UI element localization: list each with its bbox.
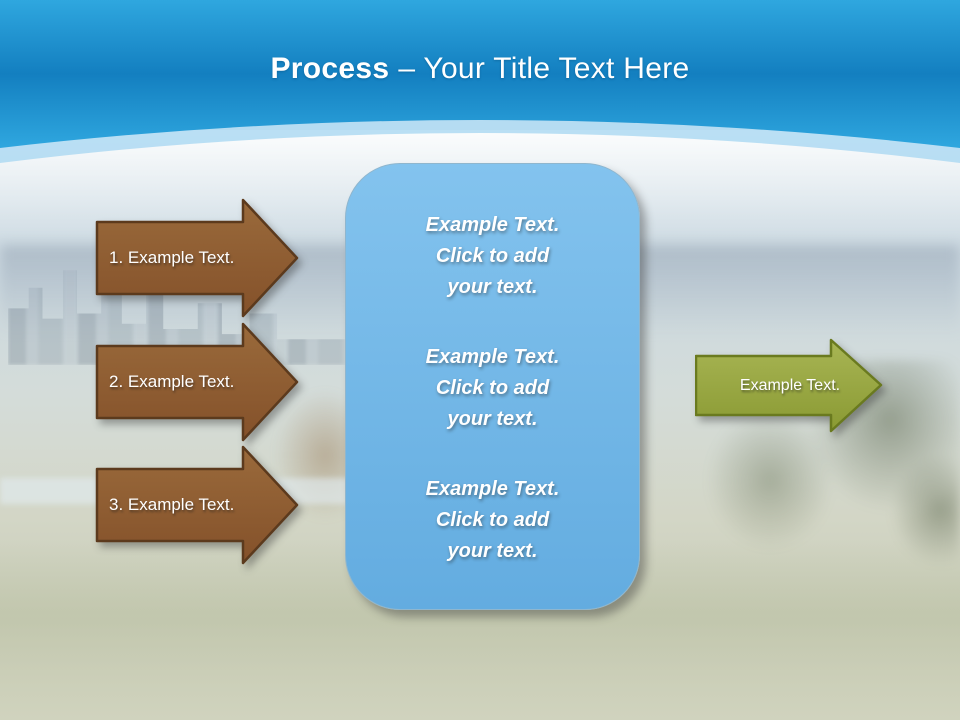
slide-title: Process– Your Title Text Here <box>0 52 960 86</box>
slide-title-rest: – Your Title Text Here <box>398 52 690 85</box>
brown-arrow-shape <box>95 445 299 565</box>
panel-line: Click to add <box>435 245 550 267</box>
green-arrow-shape <box>695 338 883 433</box>
process-step-1-label: 1. Example Text. <box>109 248 235 267</box>
header-swoosh <box>0 0 960 163</box>
process-step-1-arrow: 1. Example Text. <box>95 197 300 319</box>
process-result-label: Example Text. <box>739 376 841 394</box>
panel-line: Click to add <box>435 377 550 399</box>
panel-line: your text. <box>447 408 538 430</box>
panel-text-block-3: Example Text. Click to add your text. <box>368 474 617 567</box>
panel-line: your text. <box>447 276 538 298</box>
process-step-3-arrow: 3. Example Text. <box>95 444 300 566</box>
panel-line: Example Text. <box>425 478 560 500</box>
slide-title-emphasis: Process <box>270 52 390 85</box>
panel-line: Example Text. <box>425 214 560 236</box>
center-text-panel: Example Text. Click to add your text. Ex… <box>345 163 640 610</box>
brown-arrow-shape <box>95 198 299 318</box>
panel-text-block-2: Example Text. Click to add your text. <box>368 342 617 435</box>
panel-line: Example Text. <box>425 346 560 368</box>
panel-text-block-1: Example Text. Click to add your text. <box>368 210 617 303</box>
panel-line: Click to add <box>435 509 550 531</box>
process-result-arrow: Example Text. <box>695 338 883 433</box>
process-step-2-arrow: 2. Example Text. <box>95 321 300 443</box>
panel-line: your text. <box>447 540 538 562</box>
process-step-3-label: 3. Example Text. <box>109 495 235 514</box>
brown-arrow-shape <box>95 322 299 442</box>
process-step-2-label: 2. Example Text. <box>109 372 235 391</box>
